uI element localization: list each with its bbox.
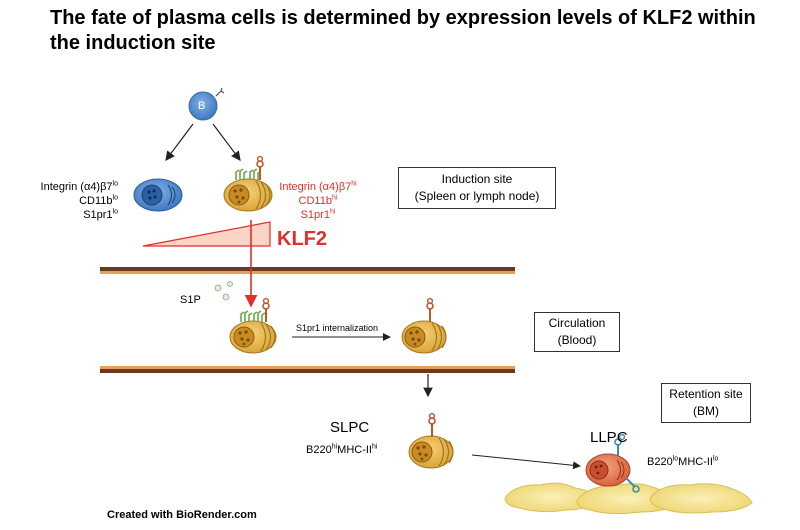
figure-title: The fate of plasma cells is determined b… — [50, 7, 756, 54]
left-marker-integrin: Integrin (α4)β7lo — [40, 180, 118, 193]
internalization-label: S1pr1 internalization — [296, 323, 379, 333]
left-marker-s1pr1: S1pr1lo — [83, 208, 118, 221]
llpc-label: LLPC — [590, 429, 628, 446]
right-marker-s1pr1: S1pr1hi — [300, 208, 336, 221]
slpc-label: SLPC — [330, 419, 370, 436]
llpc-markers: B220loMHC-IIlo — [647, 455, 719, 468]
plasma-cell-circulating — [229, 297, 277, 354]
induction-site-title: Induction site — [441, 172, 513, 186]
llpc-cell — [585, 433, 640, 493]
llpc-surface-receptor — [614, 433, 626, 456]
circulation-title: Circulation — [548, 316, 606, 330]
stromal-cells — [504, 482, 753, 515]
arrow-b-to-left-cell — [165, 123, 194, 161]
biorender-credit: Created with BioRender.com — [107, 509, 257, 521]
b-cell — [188, 87, 225, 121]
vessel-wall-top — [100, 267, 515, 274]
b-cell-label: B — [198, 100, 206, 112]
circulation-box: Circulation (Blood) — [534, 312, 620, 352]
induction-site-box: Induction site (Spleen or lymph node) — [398, 167, 556, 209]
klf2-label: KLF2 — [277, 228, 327, 250]
retention-site-title: Retention site — [669, 387, 743, 401]
retention-site-box: Retention site (BM) — [661, 383, 751, 423]
right-cell-markers: Integrin (α4)β7hi CD11bhi S1pr1hi — [277, 180, 359, 222]
slpc-markers: B220hiMHC-IIhi — [306, 443, 378, 456]
slpc-cell — [408, 412, 454, 469]
left-cell-markers: Integrin (α4)β7lo CD11blo S1pr1lo — [40, 180, 118, 222]
plasma-cell-internalized — [401, 297, 447, 354]
s1p-molecules — [214, 281, 233, 301]
klf2-gradient-wedge — [142, 221, 271, 247]
s1p-label: S1P — [180, 294, 201, 306]
arrow-b-to-right-cell — [212, 123, 241, 161]
retention-site-subtitle: (BM) — [693, 404, 719, 418]
llpc-adhesion-molecule — [625, 477, 640, 493]
plasma-cell-hi — [223, 155, 273, 212]
left-marker-cd11b: CD11blo — [79, 194, 118, 207]
right-marker-integrin: Integrin (α4)β7hi — [279, 180, 357, 193]
vessel-wall-bottom — [100, 366, 515, 373]
induction-site-subtitle: (Spleen or lymph node) — [414, 189, 540, 203]
plasma-cell-lo — [133, 178, 183, 212]
circulation-subtitle: (Blood) — [557, 333, 597, 347]
right-marker-cd11b: CD11bhi — [298, 194, 338, 207]
arrow-slpc-to-llpc — [471, 454, 581, 470]
